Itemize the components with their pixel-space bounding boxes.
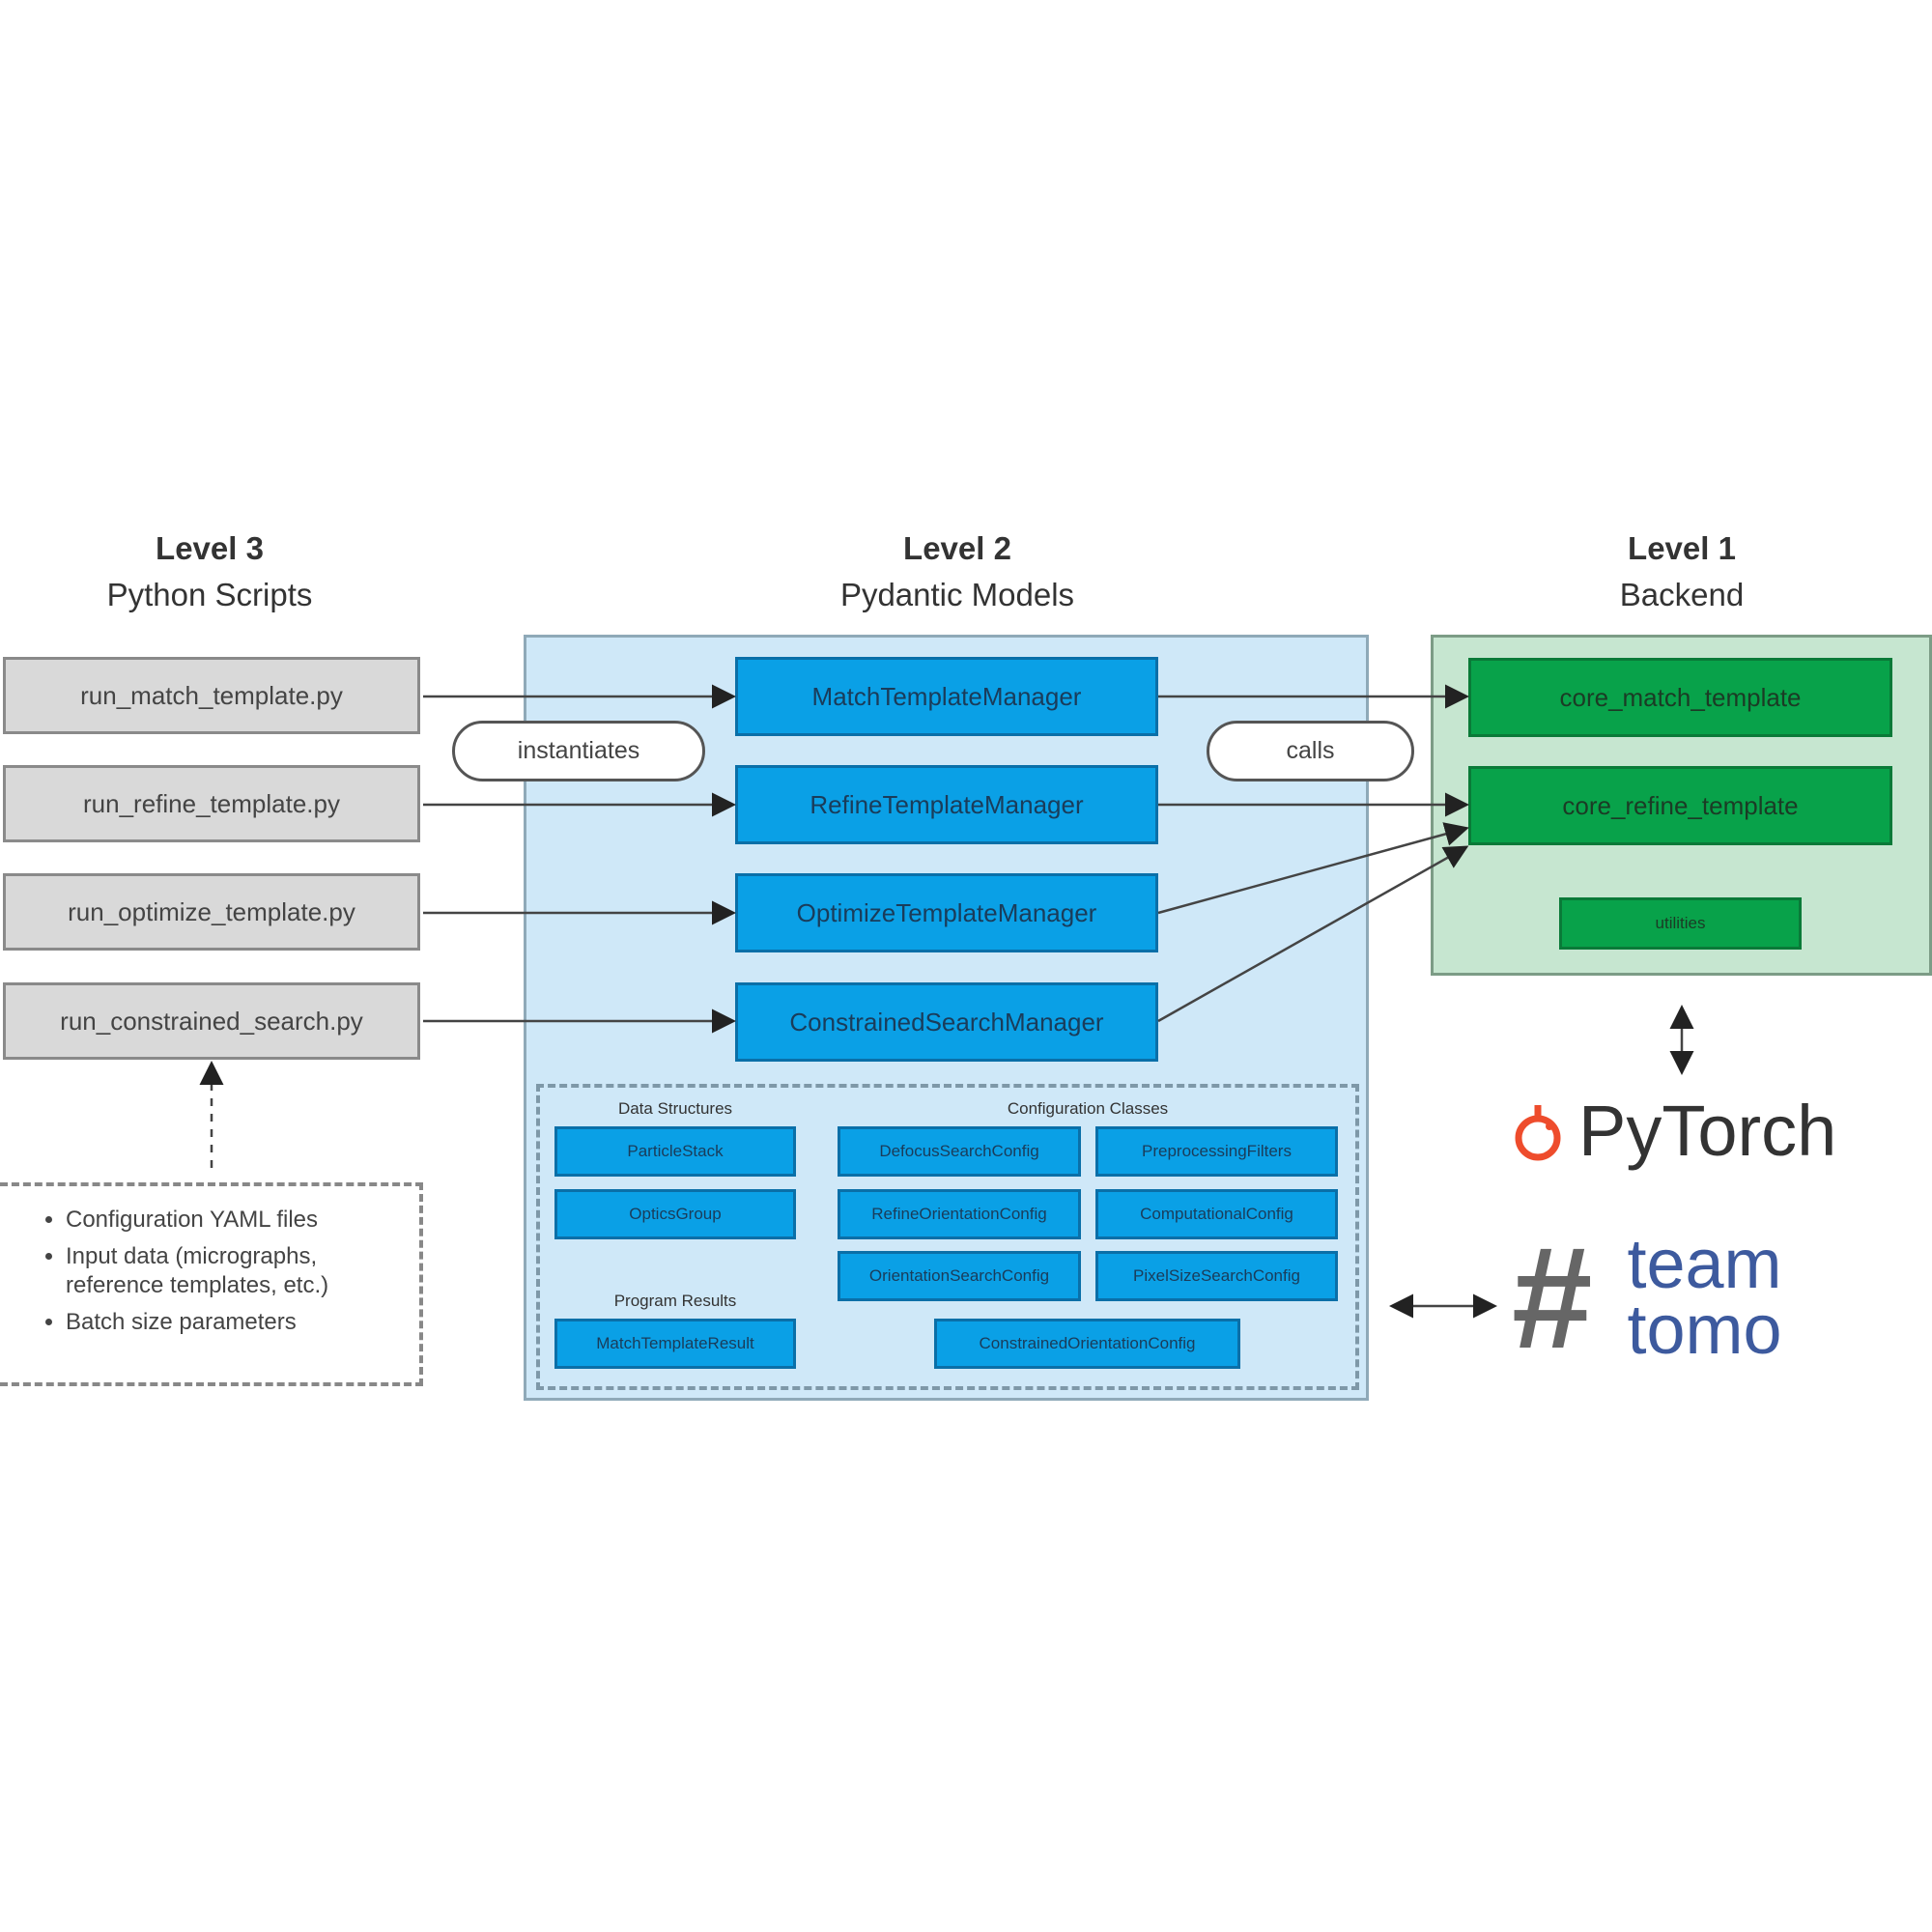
level-2-subtitle: Pydantic Models xyxy=(839,577,1075,612)
backend-utilities: utilities xyxy=(1559,897,1802,950)
script-run-constrained-search: run_constrained_search.py xyxy=(3,982,420,1060)
core-refine-template: core_refine_template xyxy=(1468,766,1892,845)
constrained-orientation-config-box: ConstrainedOrientationConfig xyxy=(934,1319,1240,1369)
config-class-box: DefocusSearchConfig xyxy=(838,1126,1081,1177)
level-1-header: Level 1 Backend xyxy=(1489,526,1875,618)
pytorch-wordmark: PyTorch xyxy=(1578,1091,1837,1171)
level-3-subtitle: Python Scripts xyxy=(106,577,313,612)
config-class-box: PreprocessingFilters xyxy=(1095,1126,1338,1177)
calls-label: calls xyxy=(1207,721,1414,781)
teamtomo-word-tomo: tomo xyxy=(1627,1292,1782,1369)
inputs-notes-box: Configuration YAML files Input data (mic… xyxy=(0,1182,423,1386)
script-run-refine-template: run_refine_template.py xyxy=(3,765,420,842)
teamtomo-logo: # team tomo xyxy=(1512,1225,1782,1370)
level-1-title: Level 1 xyxy=(1628,530,1736,566)
group-label-program-results: Program Results xyxy=(613,1292,737,1310)
constrained-search-manager: ConstrainedSearchManager xyxy=(735,982,1158,1062)
instantiates-label: instantiates xyxy=(452,721,705,781)
script-run-match-template: run_match_template.py xyxy=(3,657,420,734)
arrow-manager-3 xyxy=(1157,822,1469,915)
level-3-header: Level 3 Python Scripts xyxy=(16,526,403,618)
note-batch-size: Batch size parameters xyxy=(66,1308,410,1337)
config-class-box: ComputationalConfig xyxy=(1095,1189,1338,1239)
hash-icon: # xyxy=(1512,1216,1593,1378)
result-box: MatchTemplateResult xyxy=(554,1319,796,1369)
arrow-manager-4 xyxy=(1157,845,1469,1023)
note-config-yaml: Configuration YAML files xyxy=(66,1206,410,1235)
config-class-box: PixelSizeSearchConfig xyxy=(1095,1251,1338,1301)
optimize-template-manager: OptimizeTemplateManager xyxy=(735,873,1158,952)
script-run-optimize-template: run_optimize_template.py xyxy=(3,873,420,951)
pytorch-logo: PyTorch xyxy=(1509,1090,1836,1172)
group-label-data-structures: Data Structures xyxy=(617,1099,733,1118)
level-3-title: Level 3 xyxy=(156,530,264,566)
pytorch-flame-icon xyxy=(1515,1104,1561,1160)
refine-template-manager: RefineTemplateManager xyxy=(735,765,1158,844)
supporting-classes-container xyxy=(536,1084,1359,1390)
data-structure-box: OpticsGroup xyxy=(554,1189,796,1239)
core-match-template: core_match_template xyxy=(1468,658,1892,737)
data-structure-box: ParticleStack xyxy=(554,1126,796,1177)
note-input-data: Input data (micrographs, reference templ… xyxy=(66,1242,410,1300)
level-1-subtitle: Backend xyxy=(1619,577,1745,612)
config-class-box: OrientationSearchConfig xyxy=(838,1251,1081,1301)
config-class-box: RefineOrientationConfig xyxy=(838,1189,1081,1239)
group-label-configuration-classes: Configuration Classes xyxy=(1007,1099,1169,1118)
level-2-title: Level 2 xyxy=(903,530,1011,566)
teamtomo-word-team: team xyxy=(1627,1226,1782,1303)
level-2-header: Level 2 Pydantic Models xyxy=(764,526,1151,618)
match-template-manager: MatchTemplateManager xyxy=(735,657,1158,736)
